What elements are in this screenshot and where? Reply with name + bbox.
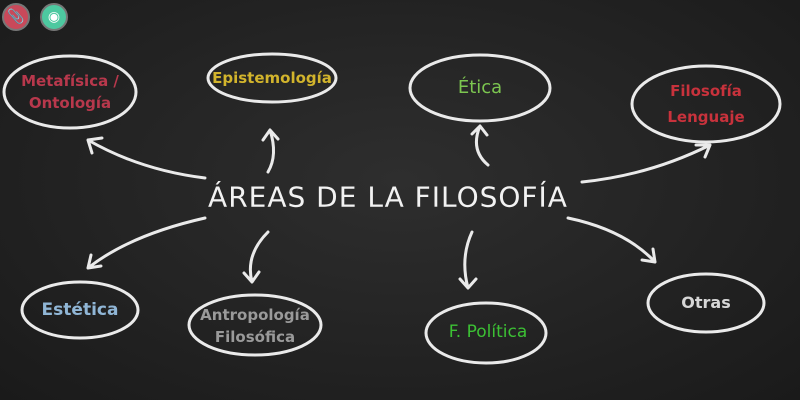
diagram-title: ÁREAS DE LA FILOSOFÍA <box>208 180 568 214</box>
node-label: Ontología <box>28 94 112 112</box>
node-outline-etica <box>408 53 552 123</box>
node-otras[interactable]: Otras <box>681 292 730 314</box>
paperclip-icon: 📎 <box>7 9 25 25</box>
node-epistemologia[interactable]: Epistemología <box>212 67 332 89</box>
node-label: Estética <box>41 300 119 320</box>
node-outline-lenguaje <box>630 64 782 144</box>
node-outline-antropologia <box>187 293 323 357</box>
node-label: Metafísica / <box>21 72 119 90</box>
node-outline-politica <box>424 301 548 365</box>
node-label: F. Política <box>448 322 528 342</box>
arrow-politica <box>458 230 478 290</box>
node-politica[interactable]: F. Política <box>449 321 528 343</box>
node-outline-epistemologia <box>206 52 338 104</box>
arrow-metafisica <box>86 136 207 180</box>
node-outline-otras <box>646 272 766 334</box>
node-outline-metafisica <box>2 54 138 130</box>
eye-icon: ◉ <box>47 9 61 25</box>
view-button[interactable]: ◉ <box>40 3 68 31</box>
node-outline-estetica <box>20 280 140 340</box>
node-label: Filosofía <box>670 82 742 100</box>
arrow-epistemologia <box>261 128 280 174</box>
attach-button[interactable]: 📎 <box>2 3 30 31</box>
arrow-estetica <box>86 216 207 270</box>
arrow-etica <box>470 124 490 167</box>
node-label: Filosófica <box>214 328 296 346</box>
node-etica[interactable]: Ética <box>458 77 502 99</box>
arrow-antropologia <box>242 230 270 284</box>
node-label: Antropología <box>200 306 310 324</box>
arrow-lenguaje <box>580 143 712 184</box>
node-label: Otras <box>681 293 731 312</box>
node-label: Lenguaje <box>667 108 745 126</box>
node-metafisica[interactable]: Metafísica / Ontología <box>21 70 119 114</box>
arrow-otras <box>566 216 657 264</box>
node-label: Epistemología <box>212 69 332 87</box>
node-label: Ética <box>457 77 503 98</box>
node-estetica[interactable]: Estética <box>42 299 119 321</box>
